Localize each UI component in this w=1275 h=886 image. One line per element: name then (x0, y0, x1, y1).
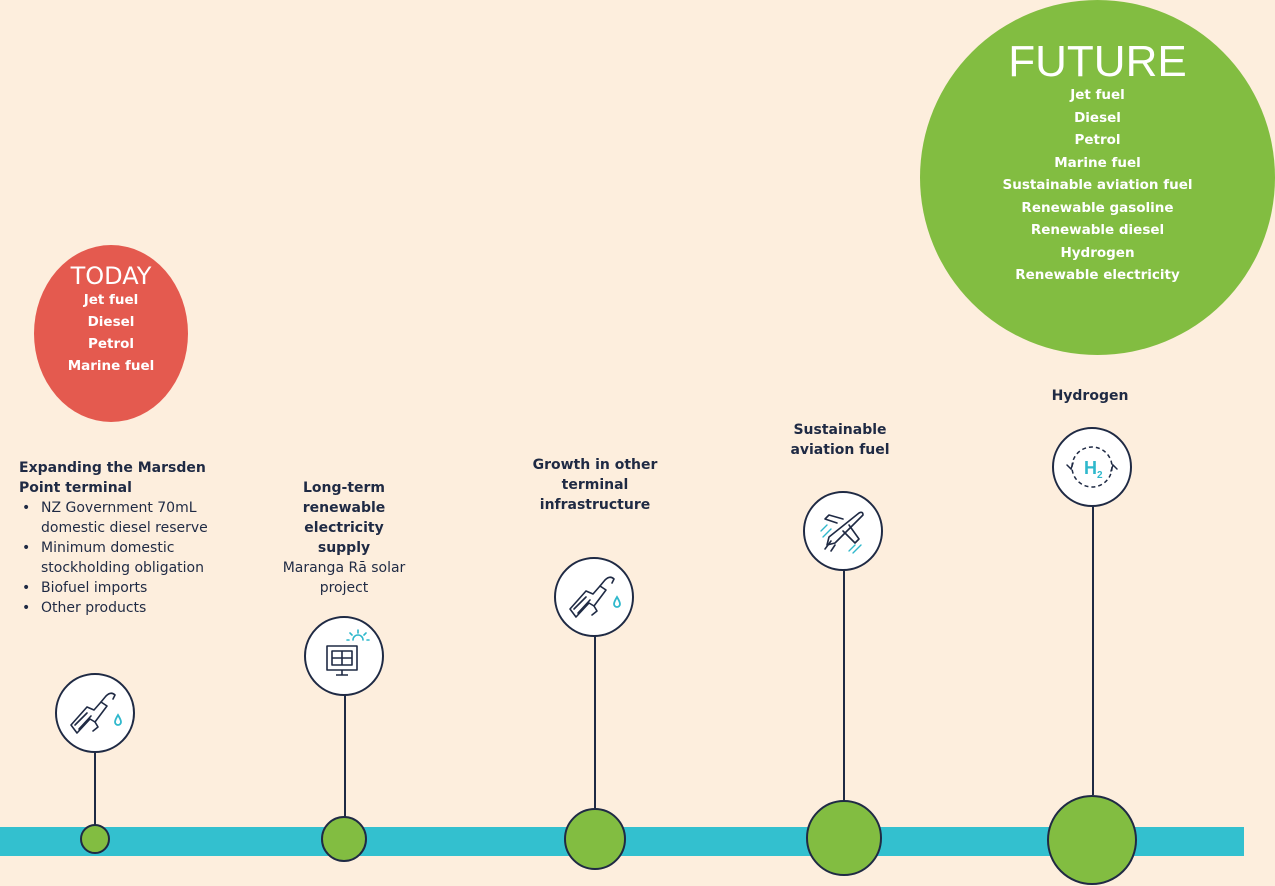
milestone-4-label: Sustainable aviation fuel (770, 420, 910, 460)
milestone-2-dot (321, 816, 367, 862)
future-title: FUTURE (1008, 37, 1187, 86)
future-item: Renewable diesel (1030, 222, 1165, 238)
milestone-2-label: Long-term renewable electricity supply M… (252, 478, 436, 598)
milestone-1-icon-circle (55, 673, 135, 753)
milestone-5-icon-circle: H 2 (1052, 427, 1132, 507)
bullet-item: Other products (19, 598, 249, 618)
milestone-2-heading: Long-term renewable electricity supply (302, 480, 386, 556)
milestone-5-label: Hydrogen (1030, 386, 1150, 406)
today-list: Jet fuel Diesel Petrol Marine fuel (34, 289, 188, 377)
milestone-2-subtext: Maranga Rā solar project (282, 560, 406, 596)
today-title: TODAY (70, 262, 152, 290)
airplane-icon (820, 511, 864, 554)
future-item: Renewable electricity (1015, 267, 1180, 283)
future-bubble: FUTURE Jet fuel Diesel Petrol Marine fue… (920, 0, 1275, 355)
future-item: Hydrogen (1060, 244, 1135, 261)
future-item: Sustainable aviation fuel (1002, 177, 1193, 193)
hydrogen-subscript: 2 (1097, 470, 1103, 481)
milestone-3-label: Growth in other terminal infrastructure (520, 455, 670, 515)
today-item: Diesel (87, 314, 135, 330)
milestone-5-dot (1047, 795, 1137, 885)
milestone-1-heading-line1: Expanding the Marsden (19, 460, 206, 476)
milestone-3-dot (564, 808, 626, 870)
hydrogen-icon: H 2 (1066, 446, 1118, 488)
future-item: Renewable gasoline (1021, 199, 1174, 216)
milestone-1-heading-line2: Point terminal (19, 480, 132, 496)
bullet-item: Minimum domestic stockholding obligation (19, 538, 249, 578)
today-bubble: TODAY Jet fuel Diesel Petrol Marine fuel (34, 245, 188, 422)
bullet-item: Biofuel imports (19, 578, 249, 598)
milestone-1-bullets: NZ Government 70mL domestic diesel reser… (19, 498, 249, 618)
solar-panel-icon (326, 629, 370, 676)
future-list: Jet fuel Diesel Petrol Marine fuel Susta… (920, 84, 1275, 287)
milestone-1-heading: Expanding the Marsden Point terminal (19, 458, 249, 498)
future-item: Petrol (1074, 132, 1121, 148)
milestone-4-heading: Sustainable aviation fuel (790, 422, 890, 458)
milestone-3-icon-circle (554, 557, 634, 637)
hydrogen-symbol: H (1084, 458, 1097, 478)
milestone-3-heading: Growth in other terminal infrastructure (532, 457, 658, 513)
milestone-4-icon-circle (803, 491, 883, 571)
future-item: Marine fuel (1054, 154, 1141, 171)
bullet-item: NZ Government 70mL domestic diesel reser… (19, 498, 249, 538)
today-item: Marine fuel (67, 358, 155, 374)
milestone-5-heading: Hydrogen (1051, 388, 1129, 404)
milestone-5-stem (1092, 505, 1094, 795)
milestone-4-stem (843, 570, 845, 802)
today-item: Petrol (87, 336, 135, 352)
fuel-nozzle-icon (70, 692, 122, 734)
fuel-nozzle-icon (569, 576, 621, 618)
milestone-3-stem (594, 636, 596, 810)
milestone-1-stem (94, 752, 96, 828)
future-item: Jet fuel (1070, 87, 1125, 103)
milestone-1-dot (80, 824, 110, 854)
future-item: Diesel (1074, 109, 1121, 126)
milestone-2-icon-circle (304, 616, 384, 696)
milestone-1-label: Expanding the Marsden Point terminal NZ … (19, 458, 249, 618)
today-item: Jet fuel (83, 292, 139, 308)
milestone-4-dot (806, 800, 882, 876)
milestone-2-stem (344, 694, 346, 820)
